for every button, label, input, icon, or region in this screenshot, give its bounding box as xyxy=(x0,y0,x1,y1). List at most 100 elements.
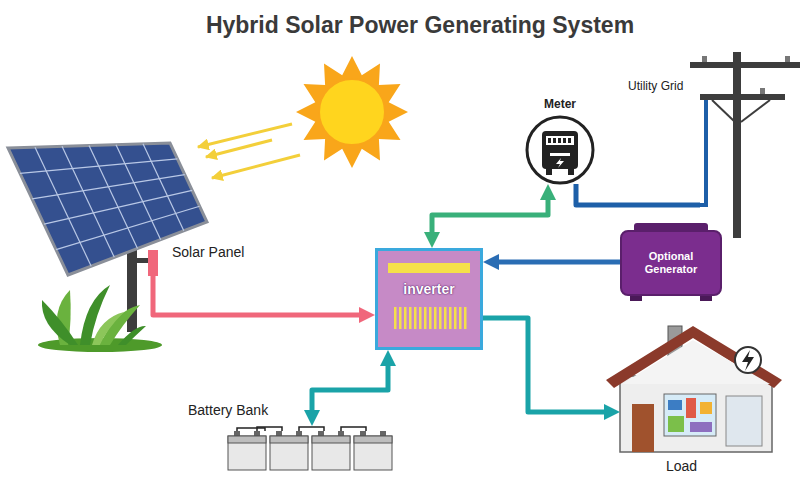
inverter-decoration xyxy=(378,251,480,347)
grass-leaf xyxy=(42,300,78,345)
pole-brace xyxy=(712,100,735,122)
battery-terminal xyxy=(380,431,386,436)
inverter-vent xyxy=(454,307,457,329)
meter-display xyxy=(546,136,574,145)
battery-terminal xyxy=(276,431,282,436)
battery-lid xyxy=(270,436,308,443)
appliance xyxy=(690,422,712,432)
grid-drop-wire xyxy=(699,100,706,205)
battery-bank-node: Battery Bank xyxy=(226,426,398,474)
battery-terminal xyxy=(338,431,344,436)
inverter-vent xyxy=(429,307,432,329)
battery-wire xyxy=(237,428,265,431)
battery-unit xyxy=(354,431,392,470)
meter-digit xyxy=(553,138,556,143)
battery-terminal xyxy=(296,431,302,436)
panel-bracket xyxy=(137,258,148,263)
load-node: Load xyxy=(620,318,788,478)
power-connector xyxy=(312,356,388,420)
meter-body xyxy=(542,131,578,169)
inverter-vent xyxy=(409,307,412,329)
panel-cell-line xyxy=(116,145,161,240)
inverter-display xyxy=(388,263,470,273)
pole-crossbar xyxy=(690,62,800,68)
panel-cell-line xyxy=(35,147,91,266)
battery-lid xyxy=(354,436,392,443)
house-wall xyxy=(620,376,772,452)
battery-terminal xyxy=(254,431,260,436)
house-roof xyxy=(606,326,782,388)
inverter-vent xyxy=(449,307,452,329)
panel-cell-line xyxy=(89,146,138,249)
node-label: Utility Grid xyxy=(628,80,683,94)
appliance xyxy=(700,402,712,414)
panel-junction xyxy=(148,250,158,276)
appliance xyxy=(668,416,684,432)
node-label: Battery Bank xyxy=(188,402,268,418)
battery-unit xyxy=(270,431,308,470)
inverter-vent xyxy=(424,307,427,329)
diagram-title: Hybrid Solar Power Generating System xyxy=(40,12,800,39)
sun-disc xyxy=(319,79,385,145)
house-door xyxy=(632,404,654,452)
power-connector xyxy=(153,275,369,315)
appliance xyxy=(668,400,682,410)
appliance xyxy=(726,396,762,446)
power-bolt xyxy=(742,350,754,371)
battery-case xyxy=(228,436,266,470)
grass-leaf xyxy=(118,326,146,345)
insulator xyxy=(702,56,707,62)
inverter-vent xyxy=(404,307,407,329)
sun-rays xyxy=(296,56,408,168)
utility-pole xyxy=(733,52,741,238)
battery-lid xyxy=(228,436,266,443)
battery-unit xyxy=(312,431,350,470)
inverter-vent xyxy=(444,307,447,329)
battery-case xyxy=(270,436,308,470)
inverter-box: inverter xyxy=(375,248,483,350)
battery-wire xyxy=(257,427,282,431)
utility-grid-node: Utility Grid xyxy=(700,52,796,238)
generator-box: Optional Generator xyxy=(620,230,722,296)
appliance xyxy=(686,398,696,418)
sunlight-arrow xyxy=(198,124,292,147)
power-connector xyxy=(483,318,614,412)
battery-case xyxy=(354,436,392,470)
grass-leaf xyxy=(92,312,124,345)
meter-dial xyxy=(550,153,570,156)
panel-cell-line xyxy=(62,146,114,257)
solar-panel-node: Solar Panel xyxy=(0,135,268,275)
sunlight-arrow xyxy=(212,155,300,178)
battery-lid xyxy=(312,436,350,443)
meter-bolt xyxy=(556,158,564,168)
pole-brace xyxy=(741,100,770,122)
meter-digit xyxy=(568,138,571,143)
inverter-vent xyxy=(394,307,397,329)
sunlight-arrow xyxy=(206,140,272,157)
battery-wire xyxy=(299,427,324,431)
inverter-vent xyxy=(439,307,442,329)
inverter-vent xyxy=(419,307,422,329)
power-connector xyxy=(432,190,548,242)
inverter-vent xyxy=(434,307,437,329)
meter-foot xyxy=(568,169,574,175)
node-label: Load xyxy=(666,458,697,474)
meter-foot xyxy=(546,169,552,175)
pole-crossbar xyxy=(700,94,785,100)
panel-cell-line xyxy=(20,159,177,174)
power-connector xyxy=(489,260,620,265)
panel-cell-line xyxy=(44,190,192,224)
panel-cell-line xyxy=(56,206,200,249)
battery-terminal xyxy=(318,431,324,436)
panel-cell-line xyxy=(32,175,185,199)
meter-digit xyxy=(558,138,561,143)
power-connector xyxy=(576,184,700,205)
inverter-vent xyxy=(459,307,462,329)
battery-terminal xyxy=(234,431,240,436)
house-gable xyxy=(622,340,770,384)
house-window xyxy=(664,394,716,436)
battery-wire xyxy=(341,427,366,431)
battery-case xyxy=(312,436,350,470)
